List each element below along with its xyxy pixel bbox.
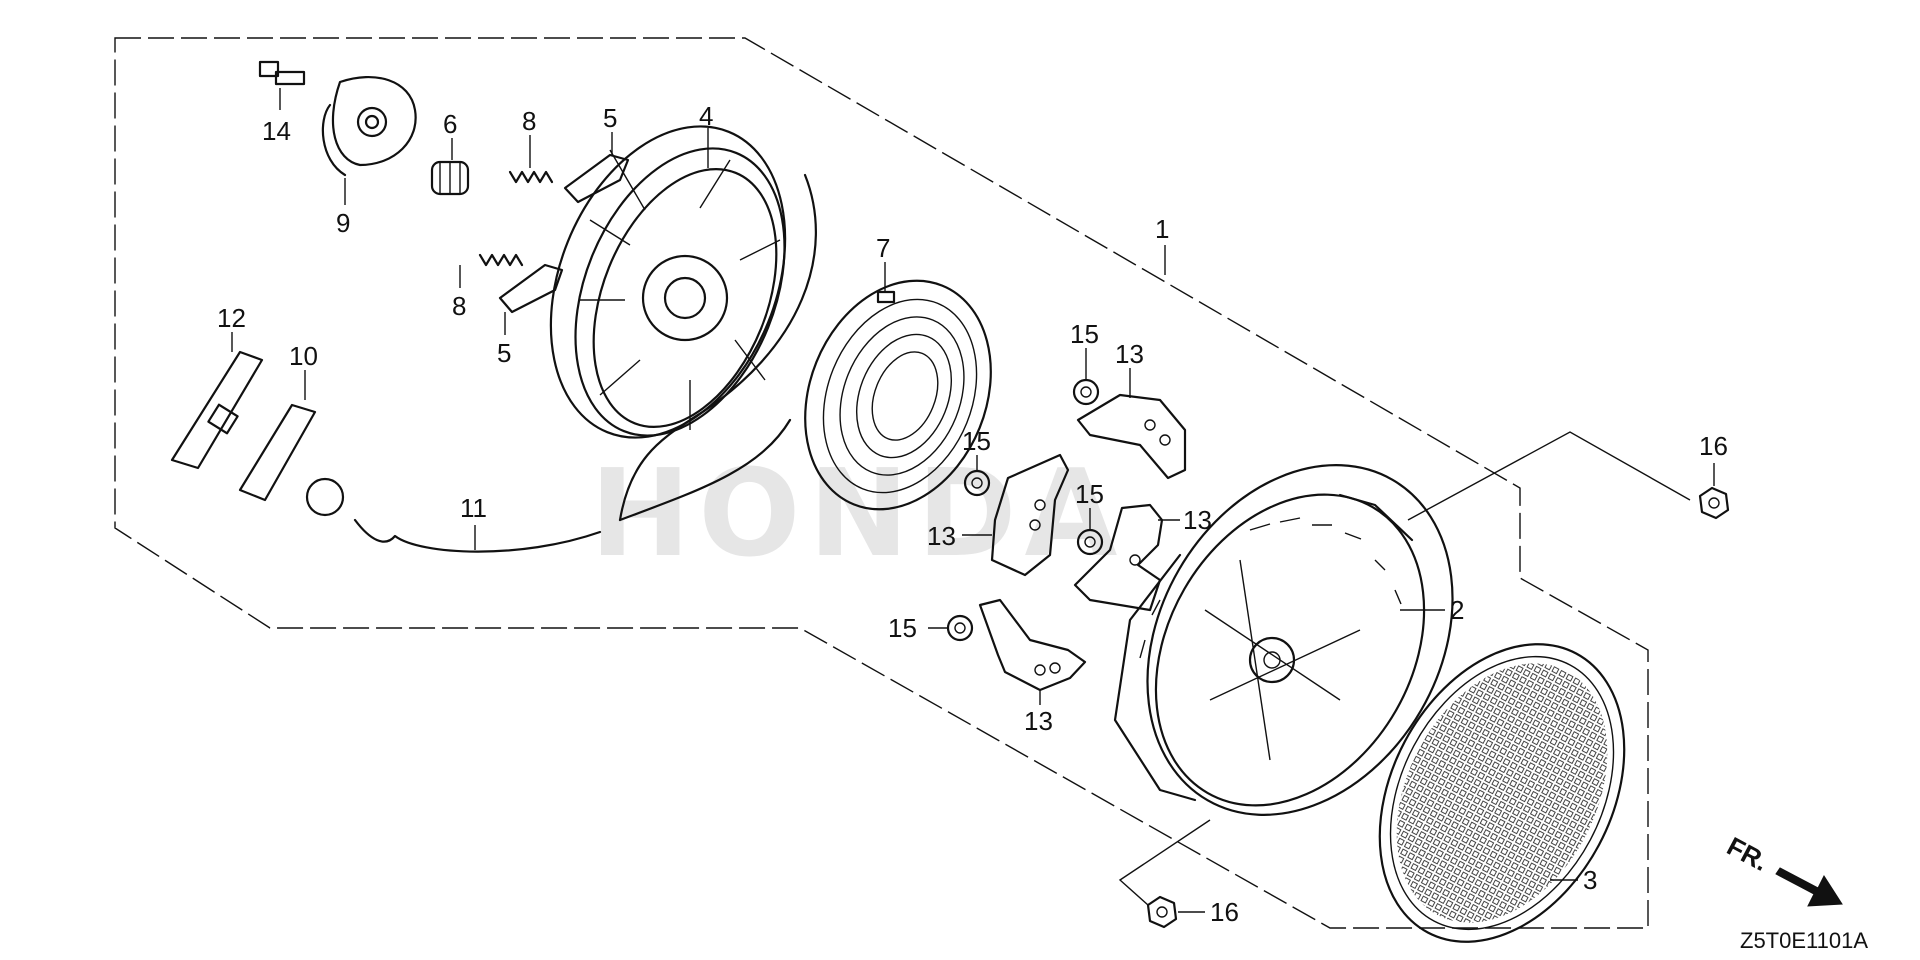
callout-8b: 8	[452, 291, 466, 321]
ratchet-13-bottom	[978, 598, 1087, 705]
callout-13c: 13	[1183, 505, 1212, 535]
callout-2: 2	[1450, 595, 1464, 625]
watermark: HONDA	[590, 445, 1125, 584]
callout-3: 3	[1583, 865, 1597, 895]
callout-4: 4	[699, 101, 713, 131]
callout-13d: 13	[1024, 706, 1053, 736]
callout-15c: 15	[1075, 479, 1104, 509]
starter-case-2	[1113, 464, 1454, 816]
callout-16a: 16	[1699, 431, 1728, 461]
svg-text:FR.: FR.	[1722, 831, 1773, 877]
nut-16-bottom	[1146, 895, 1205, 929]
callout-13a: 13	[1115, 339, 1144, 369]
recoil-spring-7	[804, 262, 992, 511]
callout-16b: 16	[1210, 897, 1239, 927]
callout-12: 12	[217, 303, 246, 333]
bolt-14	[258, 60, 306, 110]
ratchet-13-top	[1076, 368, 1187, 480]
nut-16-right	[1698, 463, 1730, 520]
diagram-code: Z5T0E1101A	[1740, 928, 1868, 953]
callout-11: 11	[460, 493, 487, 523]
leader-16-right	[1407, 431, 1691, 521]
callout-7: 7	[876, 233, 890, 263]
callout-10: 10	[289, 341, 318, 371]
callout-6: 6	[443, 109, 457, 139]
callout-1: 1	[1155, 214, 1169, 244]
grip-12	[170, 332, 264, 470]
leader-16-bottom	[1118, 819, 1211, 906]
washer-15-c	[1076, 508, 1104, 556]
pawl-5-top	[563, 132, 630, 204]
callout-15b: 15	[962, 426, 991, 456]
washer-15-b	[963, 455, 991, 497]
callout-15a: 15	[1070, 319, 1099, 349]
spring-6	[430, 138, 470, 196]
assembly-boundary	[114, 37, 1649, 929]
handle-10	[238, 370, 345, 517]
callout-5b: 5	[497, 338, 511, 368]
front-direction-arrow: FR.	[1722, 831, 1843, 907]
spring-8-bottom	[459, 253, 524, 288]
callout-8a: 8	[522, 106, 536, 136]
callout-13b: 13	[927, 521, 956, 551]
callout-9: 9	[336, 208, 350, 238]
ratchet-13-left	[962, 453, 1070, 577]
washer-15-a	[1072, 348, 1100, 406]
washer-15-d	[928, 614, 974, 642]
pawl-5-bottom	[498, 263, 564, 335]
ratchet-plate-9	[321, 75, 417, 205]
spring-8-top	[508, 135, 554, 184]
screen-grille-3	[1378, 643, 1626, 943]
callout-5a: 5	[603, 103, 617, 133]
callout-14: 14	[262, 116, 291, 146]
callout-15d: 15	[888, 613, 917, 643]
reel-pulley-4	[549, 125, 787, 439]
